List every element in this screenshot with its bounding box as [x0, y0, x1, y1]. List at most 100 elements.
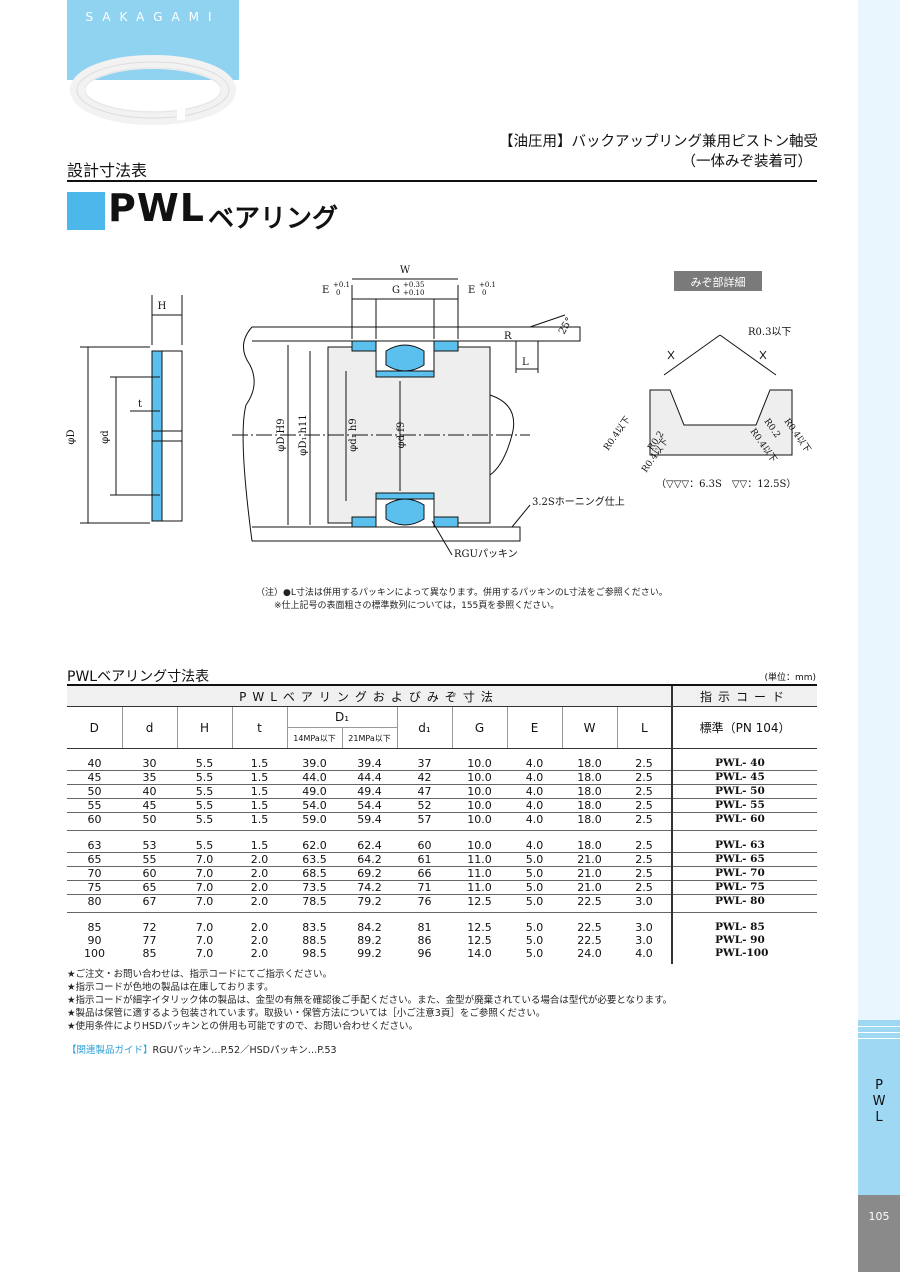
table-cell: 44.4	[342, 770, 397, 785]
table-cell: 2.0	[250, 947, 269, 960]
page-title-suffix: ベアリング	[208, 204, 339, 234]
table-cell: 65	[67, 852, 122, 867]
table-cell: 39.4	[342, 748, 397, 771]
table-cell: 69.2	[342, 866, 397, 881]
table-cell: 5.0	[507, 852, 562, 867]
table-cell: 81	[417, 921, 432, 934]
table-cell: 79.2	[342, 894, 397, 913]
table-cell: 2.5	[617, 852, 673, 867]
subtitle-line1: 【油圧用】バックアップリング兼用ピストン軸受	[499, 134, 818, 150]
table-cell: 52	[397, 798, 452, 813]
table-cell: 68.5	[287, 866, 342, 881]
table-cell: 62.0	[287, 830, 342, 853]
table-cell: 63.5	[287, 852, 342, 867]
table-cell: 18.0	[562, 748, 617, 771]
table-cell: 66	[397, 866, 452, 881]
table-cell: 21.0	[562, 866, 617, 881]
table-cell: 84.2	[357, 921, 382, 934]
table-cell: 10.0	[452, 798, 507, 813]
col-d: d	[121, 706, 177, 749]
tol-E-left-upper: +0.1	[333, 281, 350, 289]
footnote-3: ★指示コードが細字イタリック体の製品は、金型の有無を確認後ご手配ください。また、…	[67, 995, 673, 1006]
table-cell: 5.5	[177, 798, 232, 813]
table-cell: 11.0	[452, 852, 507, 867]
table-cell: 1.5	[232, 770, 287, 785]
table-cell: 77	[142, 934, 157, 947]
code-cell: PWL- 60	[671, 812, 818, 831]
tol-E-left-lower: 0	[336, 289, 340, 297]
table-cell: 11.0	[452, 866, 507, 881]
table-cell: 18.0	[562, 830, 617, 853]
table-cell: 7.0	[177, 866, 232, 881]
table-cell: 35	[122, 770, 177, 785]
table-cell: 7.0	[195, 921, 214, 934]
table-cell: 1.5	[232, 830, 287, 853]
dim-phid-f9: φd f9	[396, 422, 407, 449]
col-d1: d₁	[396, 706, 452, 749]
table-cell: 3.0	[617, 894, 673, 913]
col-H: H	[176, 706, 232, 749]
packing-label: RGUパッキン	[454, 548, 518, 560]
table-title: PWLベアリング寸法表	[67, 669, 210, 685]
table-cell: 2.5	[617, 866, 673, 881]
col-D1: D₁	[286, 706, 397, 728]
table-cell: 88.5	[302, 934, 327, 947]
table-cell: 64.2	[342, 852, 397, 867]
detail-r-left-a: R0.4以下	[602, 415, 633, 453]
table-cell: 76	[397, 894, 452, 913]
dim-E-left: E	[322, 285, 329, 296]
table-cell: 10.0	[452, 830, 507, 853]
strip-divider	[858, 1038, 900, 1039]
table-cell: 85	[142, 947, 157, 960]
table-cell: 74.2	[342, 880, 397, 895]
side-strip	[858, 0, 900, 1020]
table-cell: 5.5	[177, 830, 232, 853]
col-D1-14mpa: 14MPa以下	[286, 727, 342, 749]
code-cell: PWL- 65	[671, 852, 818, 867]
table-cell: 2.0	[250, 934, 269, 947]
detail-title-bg	[674, 271, 762, 291]
table-cell: 2.5	[617, 798, 673, 813]
code-cell: PWL- 75	[671, 880, 818, 895]
code-cell: PWL- 85	[671, 912, 818, 934]
table-cell: 4.0	[507, 830, 562, 853]
table-cell: 10.0	[452, 784, 507, 799]
footnote-5: ★使用条件によりHSDパッキンとの併用も可能ですので、お問い合わせください。	[67, 1021, 419, 1032]
table-cell: 100	[84, 947, 105, 960]
related-guide-label: 【関連製品ガイド】	[67, 1045, 153, 1056]
side-strip-tab	[858, 1020, 900, 1195]
table-cell: 86	[417, 934, 432, 947]
table-cell: 89.2	[357, 934, 382, 947]
code-cell: PWL-100	[671, 947, 818, 964]
table-cell: 4.0	[507, 770, 562, 785]
table-cell: 7.0	[195, 934, 214, 947]
col-W: W	[561, 706, 617, 749]
table-cell: 63	[67, 830, 122, 853]
subtitle-line2: （一体みぞ装着可）	[681, 154, 813, 170]
dim-angle: 25°	[557, 316, 575, 337]
table-cell: 57	[397, 812, 452, 831]
table-cell: 10.0	[452, 770, 507, 785]
dim-G: G	[392, 285, 400, 296]
table-cell: 22.5	[577, 921, 602, 934]
table-cell: 5.0	[525, 921, 544, 934]
table-cell: 18.0	[562, 812, 617, 831]
code-cell: PWL- 90	[671, 934, 818, 947]
table-cell: 40	[67, 748, 122, 771]
bearing-ring-photo	[70, 55, 236, 125]
table-cell: 5.0	[507, 880, 562, 895]
table-cell: 90	[87, 934, 102, 947]
table-cell: 18.0	[562, 770, 617, 785]
table-cell: 5.0	[507, 866, 562, 881]
dim-phiD-h9: φD H9	[276, 418, 287, 451]
page-title: PWL	[108, 186, 205, 230]
table-cell: 59.4	[342, 812, 397, 831]
page-number: 105	[868, 1210, 890, 1223]
table-cell: 7.0	[195, 947, 214, 960]
finish-legend: （▽▽▽：6.3S ▽▽：12.5S）	[656, 478, 796, 490]
col-E: E	[506, 706, 562, 749]
